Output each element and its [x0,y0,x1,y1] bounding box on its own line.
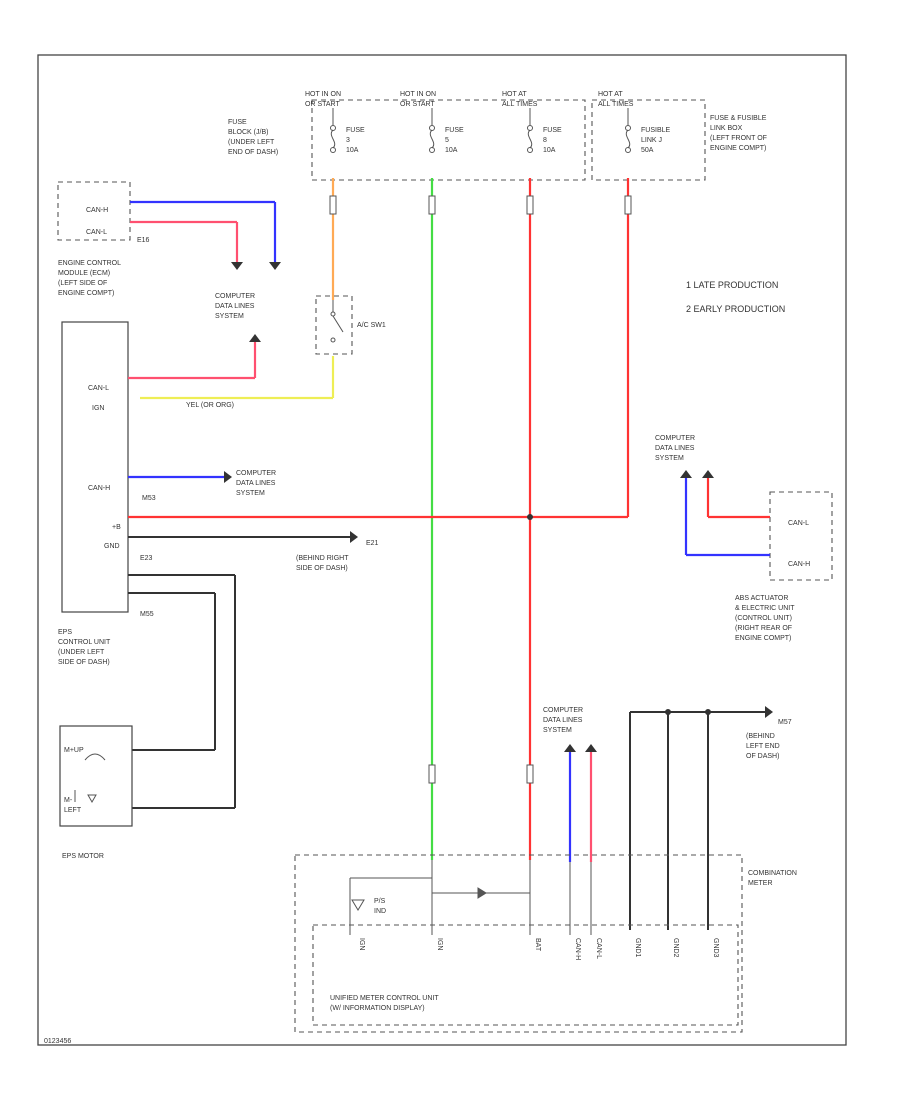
splice-gnd-1 [665,709,671,715]
abs-unit-box [769,491,833,581]
ac-switch-symbol [330,300,344,343]
label-eps-pwr: +B [112,524,121,531]
eps-control-unit-box [61,321,129,613]
label-m57: M57 [778,719,792,726]
gnd-m57-arrow [765,706,773,718]
splice-dot-power [527,514,533,520]
label-pin-bat: BAT [534,938,541,952]
label-m53: M53 [142,495,156,502]
fuse-block-jb [311,99,586,181]
connector-marks [329,195,632,784]
label-pin-canh: CAN-H [574,938,581,960]
label-ecm-conn-h: CAN-H [86,207,108,214]
fuse-3-symbol [330,108,336,153]
label-umcu: UNIFIED METER CONTROL UNIT(W/ INFORMATIO… [330,995,439,1012]
ac-switch-box [315,295,353,355]
label-ac-sw: A/C SW1 [357,322,386,329]
label-pin-canl: CAN-L [595,938,602,959]
unified-meter-control-unit-box [312,924,739,1026]
fuse-fusible-link-box [591,99,706,181]
fuse-5-symbol [429,108,435,153]
meter-internal-wiring [349,860,592,935]
ecm-junction-arrows [231,262,281,270]
label-eps-motor-plus: M+UP [64,747,84,754]
label-e23: E23 [140,555,153,562]
abs-arrows [680,470,714,478]
label-wire-yel: YEL (OR ORG) [186,402,234,409]
label-eps-can-l: CAN-L [88,385,109,392]
label-abs-can-h: CAN-H [788,561,810,568]
label-eps-motor-minus: M-LEFT [64,797,82,814]
label-pin-ign: IGN [436,938,443,950]
splice-gnd-2 [705,709,711,715]
label-pin-gnd1: GND1 [634,938,641,958]
combination-meter-box [294,854,743,1033]
ecm-connector-box [57,181,131,241]
label-eps-motor: EPS MOTOR [62,853,104,860]
label-eps-gnd: GND [104,543,120,550]
label-eps-can-h: CAN-H [88,485,110,492]
eps-can-h-arrow [224,471,232,483]
fuse-8-symbol [527,108,533,153]
label-eps-ign: IGN [92,405,104,412]
diagram-frame [37,54,847,1046]
eps-can-l-arrow [249,334,261,342]
label-pin-gnd3: GND3 [712,938,719,958]
label-late: 1 LATE PRODUCTION [686,280,778,290]
label-ecm-conn-l: CAN-L [86,229,107,236]
fusible-link-symbol [625,108,631,153]
label-e16: E16 [137,237,150,244]
eps-gnd-arrow [350,531,358,543]
label-e21: E21 [366,540,379,547]
label-pin-ign0: IGN [358,938,365,950]
label-code: 0123456 [44,1038,71,1045]
label-m55: M55 [140,611,154,618]
eps-motor-box [59,725,133,827]
label-abs-unit: ABS ACTUATOR& ELECTRIC UNIT(CONTROL UNIT… [735,595,795,642]
label-abs-can-l: CAN-L [788,520,809,527]
eps-motor-symbol [74,753,106,804]
label-early: 2 EARLY PRODUCTION [686,304,785,314]
label-pin-gnd2: GND2 [672,938,679,958]
meter-data-arrows [564,744,597,752]
